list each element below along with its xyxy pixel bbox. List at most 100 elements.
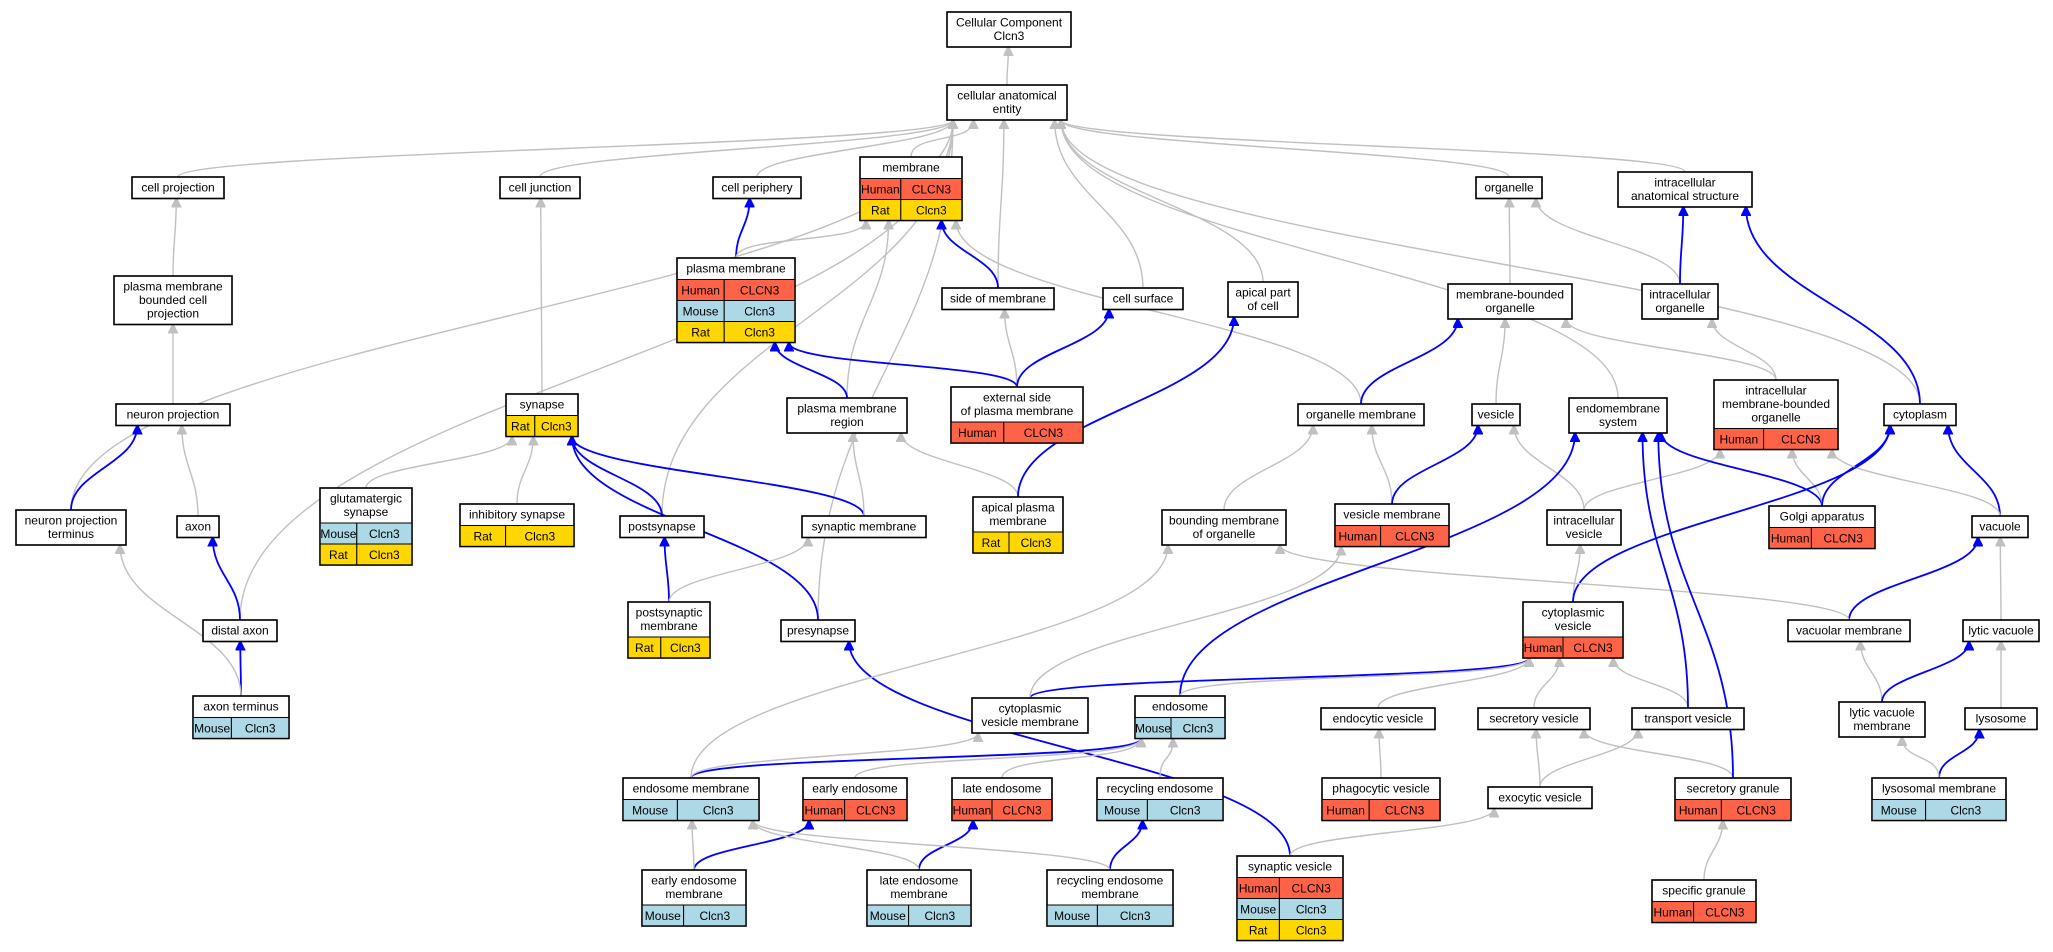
edge-is-a-cell-surface-to-cae [1055,120,1144,289]
node-side-of-membrane[interactable]: side of membrane [941,287,1055,311]
node-organelle-membrane[interactable]: organelle membrane [1297,403,1425,427]
node-cell-projection[interactable]: cell projection [131,176,225,200]
node-exocytic-vesicle[interactable]: exocytic vesicle [1487,786,1593,810]
node-axon[interactable]: axon [176,515,220,539]
edge-part-of-synaptic-vesicle-to-presynapse [849,642,1291,857]
node-label: Cellular Component [956,16,1063,30]
node-outline [1236,855,1344,942]
node-lytic-vacuole[interactable]: lytic vacuole [1962,619,2040,643]
node-cell-junction[interactable]: cell junction [499,176,581,200]
node-vesicle[interactable]: vesicle [1471,403,1521,427]
gene-label: Clcn3 [670,641,701,655]
node-imbo[interactable]: intracellularmembrane-boundedorganelleHu… [1713,379,1839,451]
node-endocytic-vesicle[interactable]: endocytic vesicle [1320,707,1436,731]
species-label: Mouse [1104,804,1140,818]
edge-is-a-imbo-to-intra-organelle [1712,319,1777,381]
node-outline [131,176,225,200]
node-outline [1321,777,1441,822]
node-vacuolar-membrane[interactable]: vacuolar membrane [1787,619,1911,643]
gene-label: Clcn3 [924,909,955,923]
node-cell-periphery[interactable]: cell periphery [712,176,802,200]
node-outline [1674,777,1792,822]
edge-is-a-cytoplasm-to-cae [1061,120,1921,405]
node-outline [1297,403,1425,427]
gene-label: Clcn3 [369,527,400,541]
node-label: Clcn3 [994,29,1025,43]
node-label: lytic vacuole [1968,624,2034,638]
gene-label: Clcn3 [1120,909,1151,923]
node-label: axon terminus [203,700,278,714]
node-presynapse[interactable]: presynapse [780,619,856,643]
node-synaptic-membrane[interactable]: synaptic membrane [801,515,927,539]
node-distal-axon[interactable]: distal axon [202,619,278,643]
node-transport-vesicle[interactable]: transport vesicle [1631,707,1745,731]
node-outline [1787,619,1911,643]
node-cytoplasm[interactable]: cytoplasm [1883,403,1957,427]
node-neuron-projection[interactable]: neuron projection [115,403,231,427]
node-label: region [830,415,863,429]
node-label: glutamatergic [330,492,402,506]
species-label: Mouse [320,527,356,541]
edge-is-a-organelle-to-cae [1061,120,1510,178]
node-organelle[interactable]: organelle [1475,176,1543,200]
node-label: intracellular [1745,384,1806,398]
node-outline [1631,707,1745,731]
node-label: endosome [1152,700,1208,714]
node-lysosome[interactable]: lysosome [1964,707,2038,731]
node-cell-surface[interactable]: cell surface [1102,287,1184,311]
node-label: cytoplasmic [999,702,1062,716]
edge-part-of-postsynapse-to-synapse [572,437,663,517]
node-vacuole[interactable]: vacuole [1971,515,2029,539]
gene-label: CLCN3 [856,804,896,818]
node-outline [1971,515,2029,539]
edge-is-a-bounding-membrane-to-organelle-membrane [1223,426,1313,511]
edge-is-a-lytic-vacuole-to-vacuole [2000,538,2001,621]
node-outline [802,777,908,822]
node-label: membrane-bounded [1456,288,1564,302]
edge-is-a-eem-to-endosome-membrane [692,821,694,871]
node-postsynapse[interactable]: postsynapse [619,515,705,539]
node-outline [1320,707,1436,731]
node-secretory-vesicle[interactable]: secretory vesicle [1477,707,1591,731]
node-label: cytoplasmic [1542,606,1605,620]
